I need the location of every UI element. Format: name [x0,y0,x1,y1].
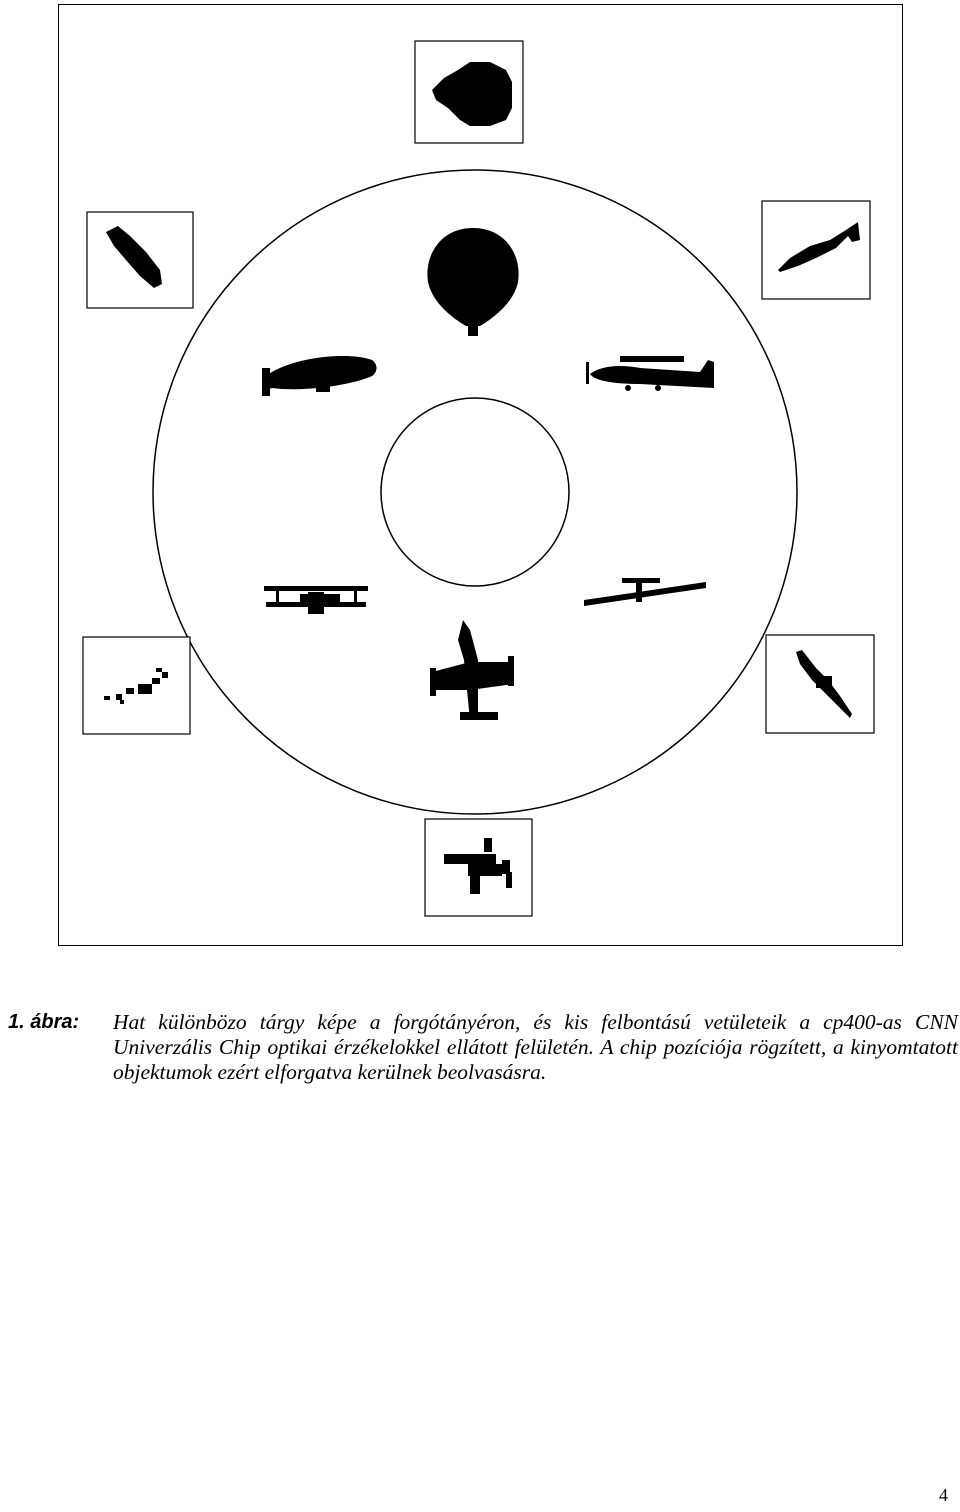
biplane-icon [264,586,368,614]
glider-icon [584,578,706,606]
turntable-outer-circle [152,169,798,815]
turntable-inner-circle [380,397,570,587]
figure-frame [58,4,903,946]
projection-bottom-left [82,636,191,735]
projection-bottom-plane-icon [444,838,512,894]
projection-top-left-blob-icon [106,226,162,288]
hot-air-balloon-icon [427,228,519,336]
projection-top-blob-icon [432,62,512,126]
projection-bottom-left-blob-icon [104,668,168,704]
caption-text: Hat különbözo tárgy képe a forgótányéron… [113,1010,958,1084]
projection-bottom-right-blob-icon [796,650,852,718]
page-number: 4 [939,1485,948,1505]
caption-label: 1. ábra: [8,1011,80,1033]
small-plane-icon [586,356,714,391]
airship-icon [262,356,377,396]
figure-illustration [82,40,875,917]
jet-fighter-icon [430,620,514,720]
projection-top-right-blob-icon [778,222,860,272]
